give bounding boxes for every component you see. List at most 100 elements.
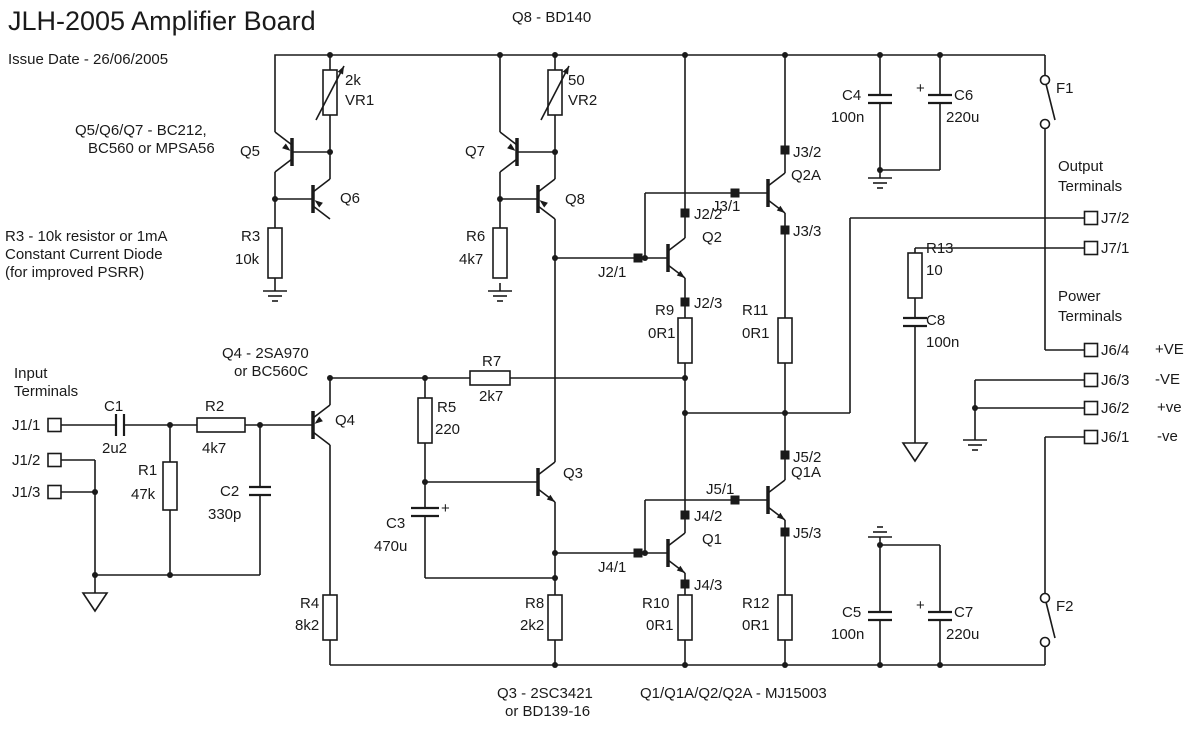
note-q4-line1: Q4 - 2SA970	[222, 345, 309, 362]
resistor-symbols	[162, 65, 923, 641]
capacitor-C8-symbol	[903, 316, 927, 328]
label-C6-value: 220u	[946, 109, 979, 126]
terminal-label-J6-1: J6/1	[1101, 429, 1129, 446]
resistor-R13-symbol	[907, 252, 923, 299]
label-C8-value: 100n	[926, 334, 959, 351]
label-R7-ref: R7	[482, 353, 501, 370]
ground-symbol-c4	[867, 169, 893, 189]
label-R13-value: 10	[926, 262, 943, 279]
transistor-Q2	[666, 236, 687, 280]
junction-dots	[92, 52, 978, 668]
supply-label-plus-VE: +VE	[1155, 341, 1184, 358]
terminal-J1-1	[47, 417, 62, 433]
fuse-symbols	[1039, 74, 1056, 648]
resistor-R1-symbol	[162, 461, 178, 511]
power-terminals-label-2: Terminals	[1058, 308, 1122, 325]
note-r3-line3: (for improved PSRR)	[5, 264, 144, 281]
resistor-R8-symbol	[547, 594, 563, 641]
label-Q2: Q2	[702, 229, 722, 246]
transistor-Q4	[311, 403, 332, 447]
ground-symbol-input	[82, 587, 108, 612]
pad-J5-3	[780, 527, 790, 537]
pad-label-J4-3: J4/3	[694, 577, 722, 594]
capacitor-C2-symbol	[249, 485, 271, 497]
label-R2-ref: R2	[205, 398, 224, 415]
label-C6-polarity: +	[916, 80, 925, 97]
terminal-squares	[47, 210, 1099, 500]
label-C3-polarity: +	[441, 500, 450, 517]
label-C5-ref: C5	[842, 604, 861, 621]
pad-J4-1	[633, 548, 643, 558]
label-R12-ref: R12	[742, 595, 770, 612]
terminal-J6-2	[1083, 400, 1099, 416]
resistor-R4-symbol	[322, 594, 338, 641]
power-terminals-label-1: Power	[1058, 288, 1101, 305]
capacitor-C4-symbol	[868, 93, 892, 105]
supply-label-minus-VE: -VE	[1155, 371, 1180, 388]
supply-label-plus-ve: +ve	[1157, 399, 1182, 416]
label-R9-value: 0R1	[648, 325, 676, 342]
label-C1-ref: C1	[104, 398, 123, 415]
label-Q7: Q7	[465, 143, 485, 160]
label-C4-value: 100n	[831, 109, 864, 126]
pad-label-J2-1: J2/1	[598, 264, 626, 281]
terminal-label-J6-4: J6/4	[1101, 342, 1129, 359]
note-r3-line1: R3 - 10k resistor or 1mA	[5, 228, 168, 245]
label-Q5: Q5	[240, 143, 260, 160]
terminal-label-J1-2: J1/2	[12, 452, 40, 469]
label-R5-ref: R5	[437, 399, 456, 416]
label-VR1-ref: VR1	[345, 92, 374, 109]
note-q8-type: Q8 - BD140	[512, 9, 591, 26]
label-R9-ref: R9	[655, 302, 674, 319]
note-q4-line2: or BC560C	[234, 363, 308, 380]
ground-symbol-r3	[262, 282, 288, 302]
note-q3-line1: Q3 - 2SC3421	[497, 685, 593, 702]
transistor-Q1	[666, 531, 687, 575]
terminal-J1-3	[47, 484, 62, 500]
label-Q4: Q4	[335, 412, 355, 429]
label-R5-value: 220	[435, 421, 460, 438]
ground-symbol-zobel	[902, 437, 928, 462]
label-R1-ref: R1	[138, 462, 157, 479]
transistor-Q5	[273, 130, 294, 174]
capacitor-C5-symbol	[868, 610, 892, 622]
label-C2-ref: C2	[220, 483, 239, 500]
capacitor-C6-symbol	[928, 93, 952, 105]
label-Q2A: Q2A	[791, 167, 821, 184]
pad-J3-2	[780, 145, 790, 155]
resistor-R12-symbol	[777, 594, 793, 641]
pad-label-J3-1: J3/1	[712, 198, 740, 215]
labels: JLH-2005 Amplifier Board Issue Date - 26…	[5, 6, 1184, 720]
label-R6-ref: R6	[466, 228, 485, 245]
resistor-R6-symbol	[492, 227, 508, 279]
label-R1-value: 47k	[131, 486, 156, 503]
transistor-Q1A	[766, 478, 787, 522]
label-Q1A: Q1A	[791, 464, 821, 481]
terminal-label-J1-3: J1/3	[12, 484, 40, 501]
pad-J3-1	[730, 188, 740, 198]
label-Q8: Q8	[565, 191, 585, 208]
resistor-R11-symbol	[777, 317, 793, 364]
terminal-J7-1	[1083, 240, 1099, 256]
fuse-F1-symbol	[1039, 74, 1056, 130]
transistor-Q3	[536, 460, 557, 504]
label-R3-ref: R3	[241, 228, 260, 245]
wire-group	[61, 54, 1084, 666]
label-C4-ref: C4	[842, 87, 861, 104]
label-R7-value: 2k7	[479, 388, 503, 405]
resistor-R9-symbol	[677, 317, 693, 364]
resistor-R2-symbol	[196, 417, 246, 433]
resistor-R7-symbol	[469, 370, 511, 386]
label-F1: F1	[1056, 80, 1074, 97]
capacitor-C1-symbol	[114, 414, 126, 436]
pad-J5-2	[780, 450, 790, 460]
label-R10-ref: R10	[642, 595, 670, 612]
capacitor-symbols	[114, 93, 952, 622]
board-pads	[633, 145, 790, 589]
page-title: JLH-2005 Amplifier Board	[8, 6, 316, 36]
label-VR2-value: 50	[568, 72, 585, 89]
terminal-label-J7-1: J7/1	[1101, 240, 1129, 257]
label-R8-value: 2k2	[520, 617, 544, 634]
transistor-Q8	[536, 177, 557, 221]
label-R3-value: 10k	[235, 251, 260, 268]
